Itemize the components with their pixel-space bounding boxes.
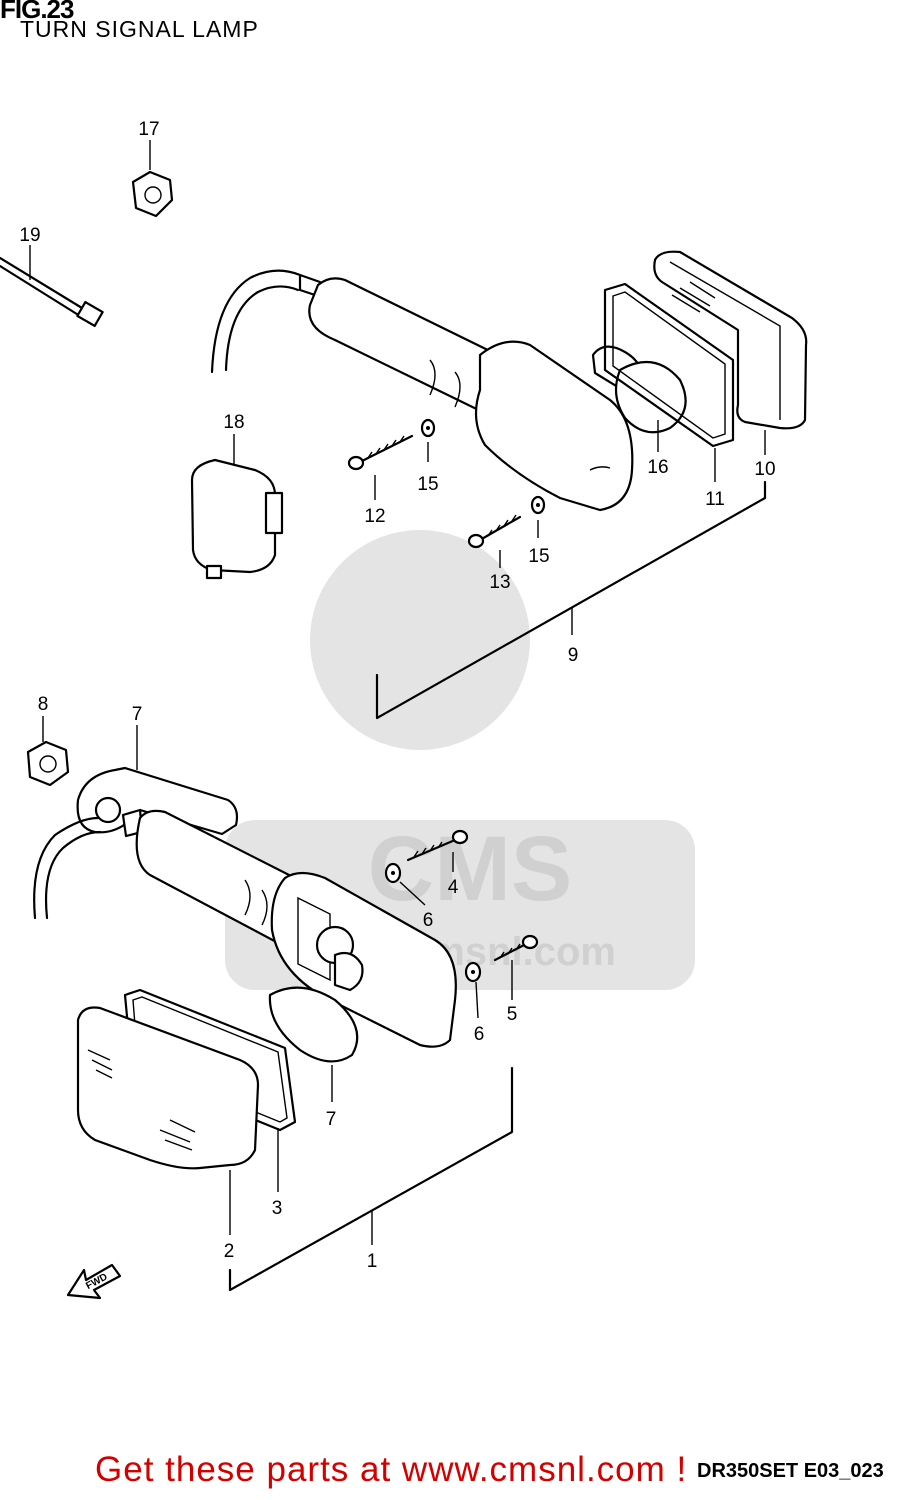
diagram-code: DR350SET E03_023 [697,1460,884,1482]
part-7-bulb [268,951,364,1102]
part-13-screw [347,434,414,500]
callout-1: 1 [367,1251,378,1272]
part-9-nut [26,716,70,787]
callout-11: 10 [754,459,775,480]
callout-4: 4 [448,877,459,898]
callout-10: 9 [568,645,579,666]
callout-15-b: 15 [528,546,549,567]
part-15-washer-a [420,418,436,462]
part-18-relay [190,434,284,580]
part-6-washer-a [384,862,426,906]
part-11-lens [653,250,808,455]
figure-title: FIG.23 [0,0,74,24]
part-17-nut [131,140,174,218]
callout-3: 3 [272,1198,283,1219]
callout-13: 12 [364,506,385,527]
group-bracket-1 [228,1066,514,1292]
lower-lamp-body [33,808,457,1048]
callout-15-a: 15 [417,474,438,495]
fwd-arrow-icon: FWD [66,1263,122,1300]
callout-2: 2 [224,1241,235,1262]
part-8-bracket [76,725,239,836]
footer-parts-link[interactable]: Get these parts at www.cmsnl.com ! [95,1450,688,1489]
callout-18: 18 [223,412,244,433]
part-19-cable-tie [0,245,104,328]
part-14-screw [467,514,522,568]
callout-7: 7 [326,1109,337,1130]
part-6-washer-b [464,961,482,1019]
part-5-screw [493,934,539,1000]
part-15-washer-b [530,495,546,538]
watermark-mascot-head [310,530,530,750]
callout-17: 17 [138,119,159,140]
upper-lamp-body [210,269,634,512]
group-bracket-10 [375,480,767,720]
watermark-logo: CMS [368,818,572,920]
callout-19: 19 [19,225,40,246]
callout-16: 16 [647,457,668,478]
callout-12: 11 [705,489,725,510]
callout-14: 13 [489,572,510,593]
part-2-lens [76,1006,260,1235]
callout-8: 7 [132,704,143,725]
callout-9: 8 [38,694,49,715]
callout-5: 5 [507,1004,518,1025]
callout-6-b: 6 [474,1024,485,1045]
part-12-gasket [603,282,735,482]
part-4-screw [406,829,469,872]
figure-subtitle: TURN SIGNAL LAMP [20,16,259,42]
callout-6-a: 6 [423,910,434,931]
